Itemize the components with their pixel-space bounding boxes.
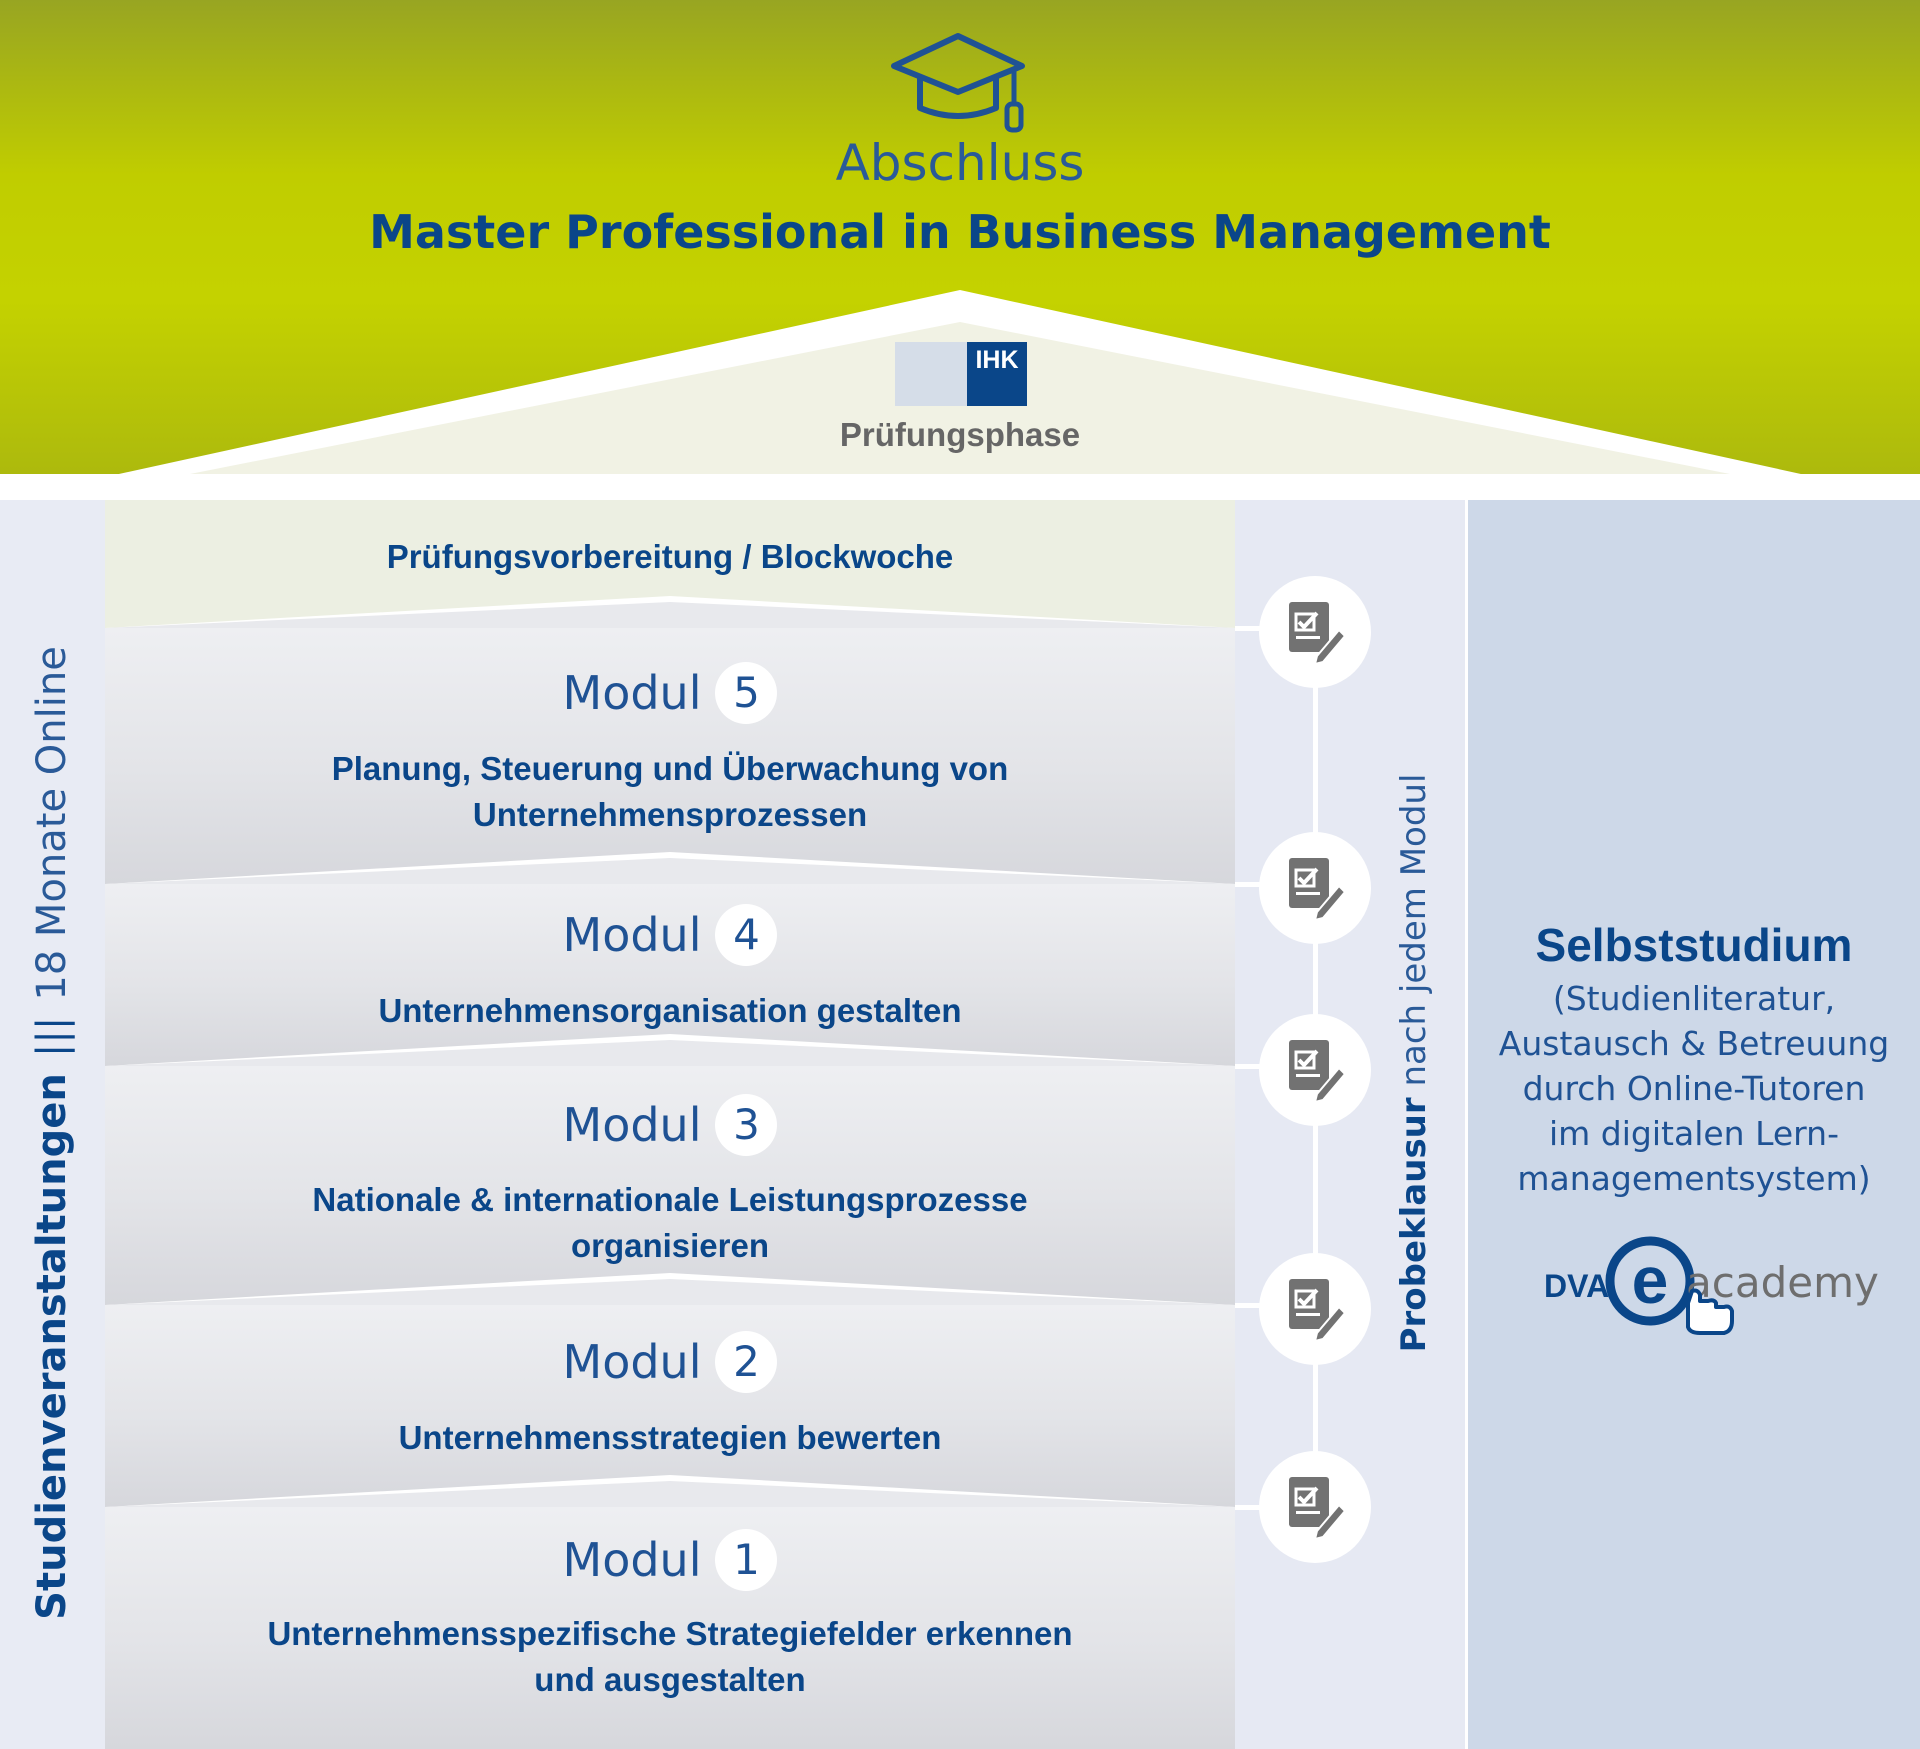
module-title-line: Nationale & internationale Leistungsproz… [312, 1181, 1028, 1218]
module-title-line: Unternehmensstrategien bewerten [398, 1419, 942, 1456]
module-number: 3 [715, 1094, 778, 1156]
selbststudium-description: (Studienliteratur, Austausch & Betreuung… [1468, 976, 1920, 1201]
test-checklist-icon [1259, 576, 1371, 688]
selbststudium-line: durch Online-Tutoren [1522, 1069, 1866, 1108]
ihk-logo-dark [967, 342, 1027, 406]
dva-eacademy-logo: DVA e academy [1544, 1236, 1879, 1335]
module-word: Modul [562, 908, 702, 962]
checklist-pencil-icon [1289, 1477, 1345, 1541]
probeklausur-label-light: nach jedem Modul [1394, 773, 1434, 1098]
selbststudium-line: managementsystem) [1517, 1159, 1871, 1198]
module-word: Modul [562, 1533, 702, 1587]
selbststudium-panel [1468, 500, 1920, 1749]
probeklausur-label: Probeklausur nach jedem Modul [1394, 774, 1434, 1353]
module-word: Modul [562, 666, 702, 720]
module-word: Modul [562, 1098, 702, 1152]
selbststudium-title: Selbststudium [1535, 919, 1853, 971]
selbststudium-line: (Studienliteratur, [1552, 979, 1836, 1018]
probeklausur-label-bold: Probeklausur [1394, 1097, 1434, 1353]
ihk-logo-text: IHK [975, 346, 1019, 374]
block-divider [105, 1475, 1235, 1507]
logo-letter: e [1632, 1243, 1669, 1317]
module-word: Modul [562, 1335, 702, 1389]
ihk-logo-light [895, 342, 967, 406]
module-title: Unternehmensorganisation gestalten [105, 988, 1235, 1034]
prep-block: Prüfungsvorbereitung / Blockwoche [105, 500, 1235, 628]
module-title-line: organisieren [570, 1227, 770, 1264]
module-number: 2 [715, 1331, 778, 1393]
module-number: 5 [715, 662, 778, 724]
study-events-label: Studienveranstaltungen ||| 18 Monate Onlin… [29, 646, 75, 1620]
module-title: Planung, Steuerung und Überwachung von U… [105, 746, 1235, 838]
left-strip [0, 500, 105, 1749]
module-title-line: Planung, Steuerung und Überwachung von [331, 750, 1009, 787]
module-number: 1 [715, 1529, 778, 1591]
module-title-line: Unternehmensspezifische Strategiefelder … [267, 1615, 1073, 1652]
module-title-line: Unternehmensorganisation gestalten [378, 992, 962, 1029]
logo-prefix: DVA [1544, 1268, 1609, 1304]
selbststudium-line: im digitalen Lern- [1549, 1114, 1839, 1153]
checklist-pencil-icon [1289, 1279, 1345, 1343]
checklist-pencil-icon [1289, 858, 1345, 922]
study-events-duration: 18 Monate Online [29, 646, 75, 1001]
checklist-pencil-icon [1289, 1040, 1345, 1104]
module-title: Nationale & internationale Leistungsproz… [105, 1177, 1235, 1269]
logo-suffix: academy [1686, 1258, 1879, 1307]
graduation-cap-icon [891, 33, 1025, 133]
block-divider [105, 1034, 1235, 1066]
checklist-pencil-icon [1289, 602, 1345, 666]
test-checklist-icon [1259, 1014, 1371, 1126]
block-divider [105, 1273, 1235, 1305]
module-number: 4 [715, 904, 778, 966]
test-checklist-icon [1259, 832, 1371, 944]
pointing-hand-icon [1686, 1288, 1734, 1335]
degree-title: Master Professional in Business Manageme… [369, 205, 1551, 259]
block-divider [105, 596, 1235, 628]
study-events-separator: ||| [29, 1016, 75, 1058]
module-title-line: und ausgestalten [534, 1661, 806, 1698]
block-divider [105, 852, 1235, 884]
prep-title: Prüfungsvorbereitung / Blockwoche [386, 538, 954, 575]
test-checklist-icon [1259, 1451, 1371, 1563]
degree-label: Abschluss [835, 134, 1085, 192]
test-checklist-icon [1259, 1253, 1371, 1365]
study-events-label-bold: Studienveranstaltungen [29, 1073, 75, 1620]
module-title-line: Unternehmensprozessen [472, 796, 868, 833]
selbststudium-line: Austausch & Betreuung [1498, 1024, 1890, 1063]
module-title: Unternehmensspezifische Strategiefelder … [105, 1611, 1235, 1703]
module-title: Unternehmensstrategien bewerten [105, 1415, 1235, 1461]
exam-phase-label: Prüfungsphase [839, 416, 1081, 453]
